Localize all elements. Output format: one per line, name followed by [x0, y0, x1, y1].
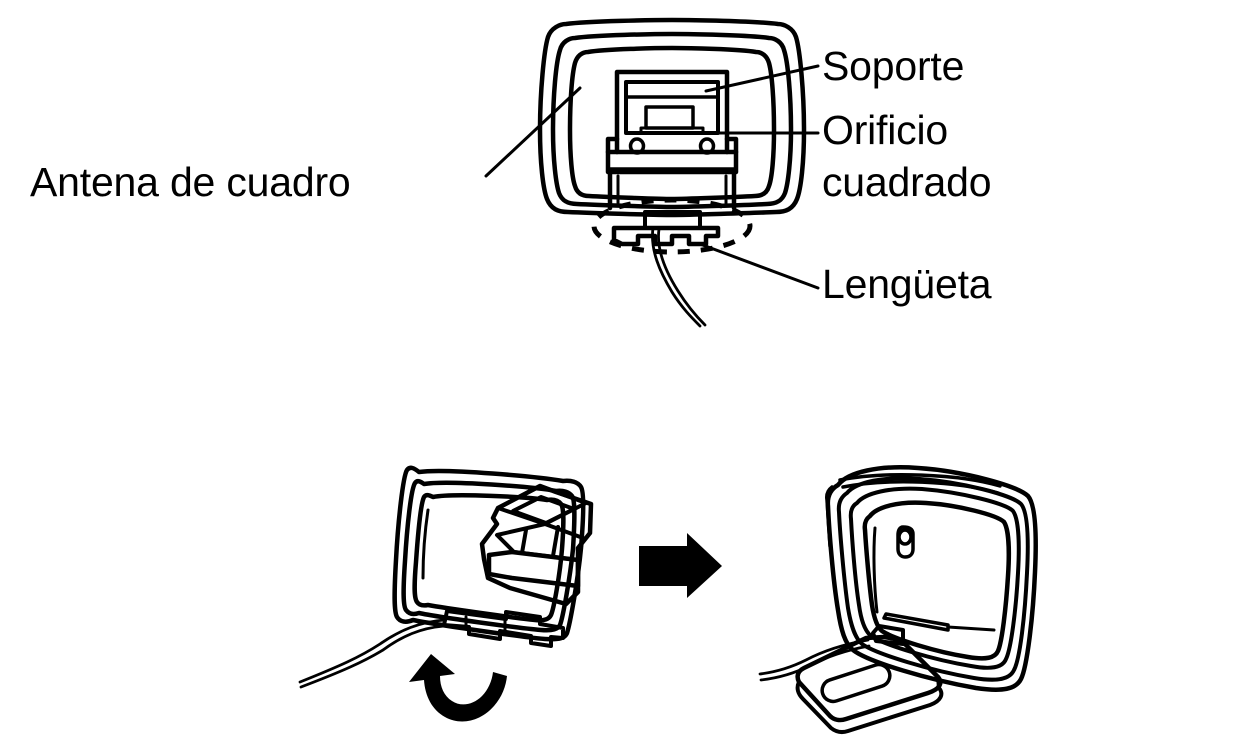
perspective-stand-bracket [479, 483, 594, 607]
assembled-antenna-cable [758, 638, 870, 676]
perspective-stand-rib-2 [551, 525, 560, 558]
process-arrow-icon [639, 533, 722, 598]
leader-loop-antenna [484, 86, 582, 178]
assembled-inner-ledge [882, 612, 950, 632]
screw-hole-left-icon [628, 137, 646, 155]
antenna-frame-outer [537, 17, 807, 218]
tab-strip [611, 225, 721, 247]
rotation-arrow [409, 654, 507, 722]
antenna-loop-window [567, 45, 777, 202]
tilted-antenna-cable-2 [299, 624, 446, 689]
base-plate-front [795, 675, 944, 734]
perspective-stand-front-face [495, 522, 585, 562]
label-square-hole-line1: Orificio [822, 107, 948, 153]
perspective-stand-rib-1 [520, 528, 528, 555]
assembled-antenna-cable-2 [759, 644, 871, 682]
label-stand: Soporte [822, 43, 965, 89]
stand-hinge-body [605, 149, 739, 175]
stand-shoulder-left [605, 136, 620, 155]
antenna-cable-2 [657, 227, 707, 327]
stand-shoulder-right [724, 136, 739, 155]
label-tab: Lengüeta [822, 261, 992, 307]
tilted-tab-inner-line [464, 615, 507, 633]
tilted-tab-strip [442, 609, 565, 648]
assembled-antenna-frame-3 [848, 486, 1021, 670]
base-plate-top [795, 634, 943, 723]
assembled-antenna-frame-2 [836, 476, 1030, 682]
keyhole-icon [896, 525, 915, 559]
figure-bottom-left-unfolding [298, 465, 594, 722]
tilted-antenna-frame-inner-edge [401, 478, 577, 633]
leader-tab [698, 242, 820, 290]
assembled-antenna-window [862, 500, 1012, 661]
perspective-stand-skirt [486, 549, 581, 589]
antenna-frame-outer-inner-edge [550, 31, 794, 210]
label-loop-antenna: Antena de cuadro [30, 159, 351, 205]
figure-bottom-right-assembled [758, 465, 1038, 734]
perspective-square-hole [511, 495, 576, 525]
screw-hole-right-icon [698, 137, 716, 155]
tilted-antenna-frame-outer [392, 465, 586, 642]
base-plate-slot [820, 662, 892, 704]
assembled-antenna-outer [825, 465, 1038, 692]
figure-top-rear-view [484, 17, 820, 328]
assembled-window-highlight [872, 526, 879, 614]
tilted-window-highlight [421, 508, 430, 580]
tab-highlight-dashed-ellipse [591, 197, 753, 255]
label-square-hole-line2: cuadrado [822, 159, 992, 205]
assembled-inner-ledge-line [946, 625, 996, 632]
square-hole-rect [644, 105, 695, 130]
tilted-antenna-cable [298, 618, 446, 684]
antenna-cable [651, 226, 702, 328]
label-square-hole: Orificio cuadrado [822, 104, 992, 208]
leader-stand [704, 64, 820, 93]
keyhole-inner-oval [897, 528, 913, 546]
assembled-frame-depth-2 [838, 473, 1002, 488]
